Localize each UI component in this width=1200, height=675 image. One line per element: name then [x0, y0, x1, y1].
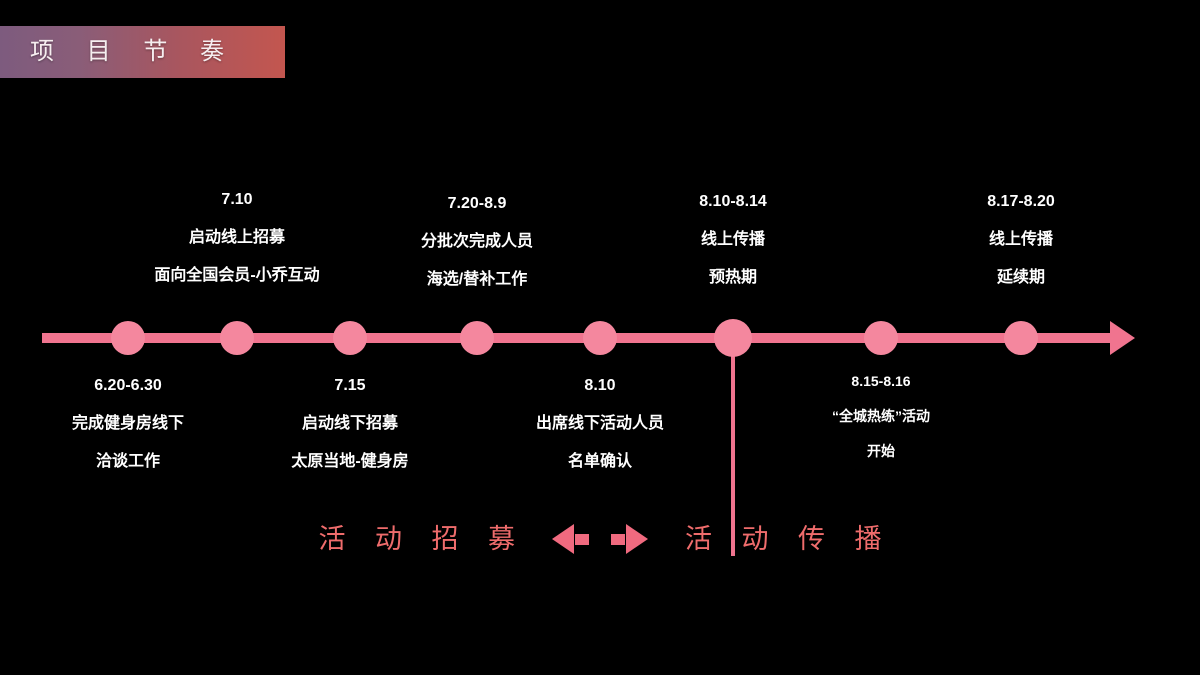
- event-date: 7.15: [334, 377, 366, 394]
- event-date: 8.10: [584, 377, 616, 394]
- event-description-line: 洽谈工作: [95, 453, 161, 470]
- timeline-dot[interactable]: [460, 321, 494, 355]
- timeline-event-4: 7.20-8.9 分批次完成人员海选/替补工作: [421, 196, 533, 288]
- timeline-dot[interactable]: [220, 321, 254, 355]
- event-description-line: 线上传播: [988, 231, 1054, 248]
- timeline-event-2: 7.10 启动线上招募面向全国会员-小乔互动: [154, 192, 319, 284]
- event-date: 7.10: [221, 191, 253, 208]
- event-date: 8.10-8.14: [699, 193, 767, 210]
- timeline-dot[interactable]: [864, 321, 898, 355]
- event-description-line: 启动线上招募: [188, 229, 285, 246]
- timeline-event-6: 8.10-8.14 线上传播预热期: [699, 194, 767, 286]
- event-description-line: 开始: [867, 443, 895, 459]
- event-description-line: “全城热练”活动: [832, 408, 930, 424]
- arrow-right-stem: [611, 533, 625, 545]
- event-description-line: 完成健身房线下: [71, 415, 185, 432]
- timeline-dot[interactable]: [111, 321, 145, 355]
- event-description-line: 预热期: [708, 269, 758, 286]
- phase-label-recruitment: 活 动 招 募: [318, 523, 526, 554]
- timeline-dot[interactable]: [333, 321, 367, 355]
- event-description-line: 面向全国会员-小乔互动: [154, 267, 320, 284]
- timeline-dot[interactable]: [1004, 321, 1038, 355]
- event-description-line: 启动线下招募: [301, 415, 398, 432]
- event-description-line: 名单确认: [567, 453, 633, 470]
- arrow-right-icon: [626, 524, 648, 554]
- phase-label-promotion: 活 动 传 播: [685, 523, 893, 554]
- event-description-line: 出席线下活动人员: [535, 415, 665, 432]
- event-date: 7.20-8.9: [447, 195, 507, 212]
- phase-banner: 活 动 招 募 活 动 传 播: [0, 512, 1200, 566]
- timeline-event-8: 8.17-8.20 线上传播延续期: [987, 194, 1055, 286]
- event-date: 8.15-8.16: [851, 373, 911, 389]
- event-date: 8.17-8.20: [987, 193, 1055, 210]
- timeline-arrow-right-icon: [1110, 321, 1135, 355]
- arrow-left-stem: [575, 533, 589, 545]
- event-description-line: 线上传播: [700, 231, 766, 248]
- timeline-axis: [42, 333, 1117, 343]
- arrow-left-icon: [552, 524, 574, 554]
- event-description-line: 分批次完成人员: [420, 233, 534, 250]
- timeline-event-5: 8.10 出席线下活动人员名单确认: [536, 378, 664, 470]
- timeline-dot[interactable]: [583, 321, 617, 355]
- event-description-line: 太原当地-健身房: [291, 453, 409, 470]
- timeline-dot[interactable]: [714, 319, 752, 357]
- timeline-event-3: 7.15 启动线下招募太原当地-健身房: [291, 378, 408, 470]
- page-title: 项 目 节 奏: [30, 38, 238, 65]
- section-header-badge: 项 目 节 奏: [0, 26, 285, 78]
- timeline-event-7: 8.15-8.16 “全城热练”活动开始: [832, 374, 930, 479]
- timeline-phase-divider: [731, 340, 735, 556]
- timeline-event-1: 6.20-6.30 完成健身房线下洽谈工作: [72, 378, 184, 470]
- event-description-line: 海选/替补工作: [426, 271, 528, 288]
- event-description-line: 延续期: [996, 269, 1046, 286]
- event-date: 6.20-6.30: [94, 377, 162, 394]
